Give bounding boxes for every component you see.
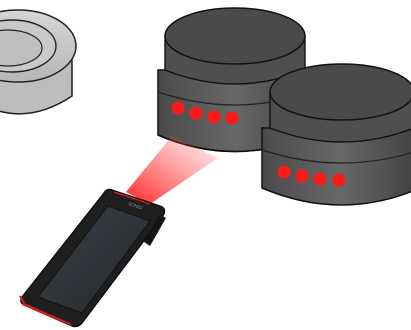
- status-led-icon: [333, 174, 346, 187]
- status-led-icon: [296, 170, 309, 183]
- status-led-icon: [172, 102, 185, 115]
- status-led-icon: [278, 166, 291, 179]
- status-led-icon: [208, 111, 221, 124]
- status-led-icon: [190, 107, 203, 120]
- roll-part-icon: [262, 64, 411, 205]
- status-led-icon: [314, 173, 327, 186]
- ring-part-icon: [0, 10, 76, 114]
- handheld-scanner-icon: SONIO: [20, 189, 166, 326]
- status-led-icon: [226, 112, 239, 125]
